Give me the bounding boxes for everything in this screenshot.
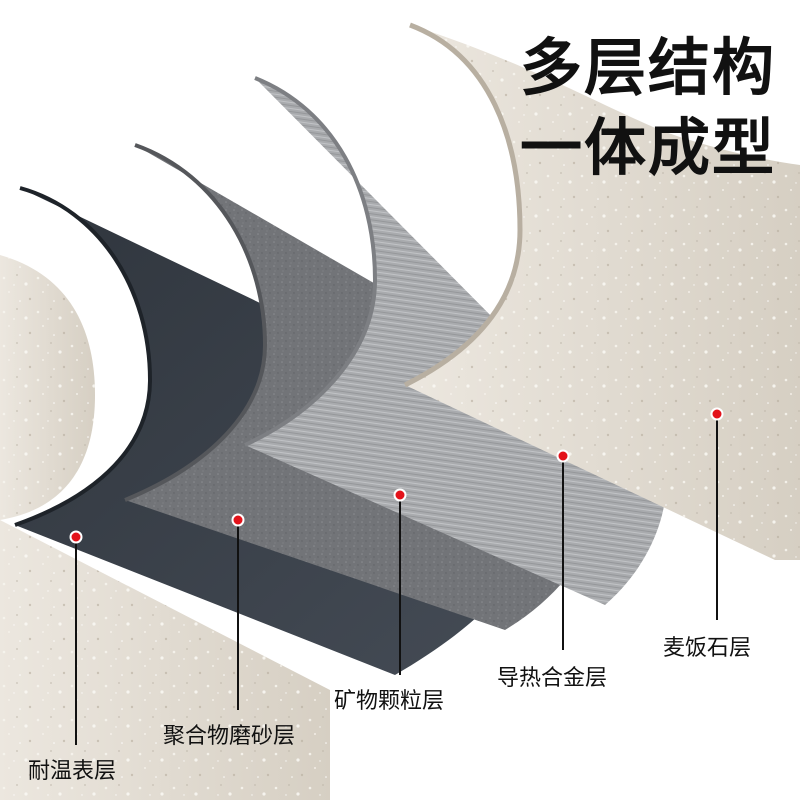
layer-label-polymer-frosted: 聚合物磨砂层	[163, 724, 296, 749]
mineral-particle-layer-edge	[244, 76, 378, 447]
layer-label-heat-resistant: 耐温表层	[28, 759, 117, 784]
marker-dot-polymer-frosted	[231, 513, 245, 527]
headline-line-1: 多层结构	[519, 31, 776, 104]
polymer-frosted-layer-edge	[124, 143, 268, 502]
maifan-stone-layer-speckle	[405, 25, 800, 560]
marker-dot-mineral-particle	[393, 488, 407, 502]
stone-layer-back-speckle	[0, 255, 95, 520]
headline: 多层结构 一体成型	[520, 28, 776, 188]
headline-line-2: 一体成型	[519, 111, 776, 184]
marker-dot-maifan-stone	[710, 407, 724, 421]
stone-layer-front-speckle	[0, 520, 330, 800]
layer-label-mineral-particle: 矿物颗粒层	[334, 689, 445, 714]
layer-label-maifan-stone: 麦饭石层	[663, 636, 752, 661]
maifan-stone-layer-edge	[403, 22, 523, 388]
marker-dot-thermal-alloy	[556, 449, 570, 463]
heat-resistant-layer-edge	[14, 186, 153, 527]
marker-dot-heat-resistant	[69, 530, 83, 544]
layer-label-thermal-alloy: 导热合金层	[497, 666, 608, 691]
mineral-particle-layer-sheet	[245, 78, 665, 605]
